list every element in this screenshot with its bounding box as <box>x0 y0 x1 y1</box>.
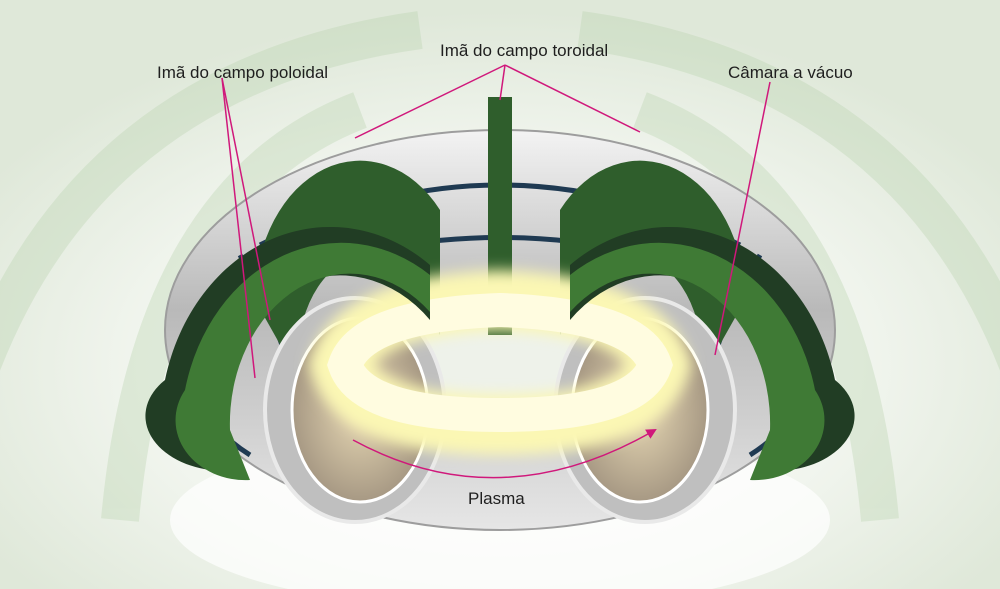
label-vacuum-chamber: Câmara a vácuo <box>728 63 853 82</box>
label-toroidal: Imã do campo toroidal <box>440 41 608 60</box>
label-poloidal: Imã do campo poloidal <box>157 63 328 82</box>
poloidal-coils-front <box>145 226 855 481</box>
pointer-lines <box>221 64 771 479</box>
label-plasma: Plasma <box>468 489 525 508</box>
